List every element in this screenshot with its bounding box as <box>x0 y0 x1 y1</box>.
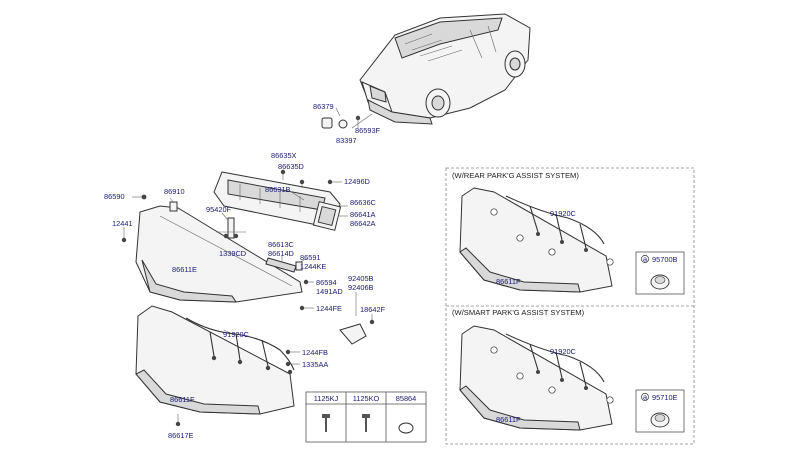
smart-assist-harness: 91920C <box>550 347 577 356</box>
label-92406b: 92406B <box>348 283 374 292</box>
label-1244fe: 1244FE <box>316 304 342 313</box>
label-86635d: 86635D <box>278 162 304 171</box>
fastener-table: 1125KJ 1125KO 85864 <box>305 391 427 443</box>
smart-callout: a <box>643 393 648 402</box>
label-86614d: 86614D <box>268 249 294 258</box>
left-lower-callouts: 91920C 1244FB 1335AA 86611F 86617E <box>168 329 328 440</box>
clip-icon <box>398 422 414 434</box>
smart-assist-section: (W/SMART PARK'G ASSIST SYSTEM) 91920C 86… <box>452 308 685 433</box>
label-1335aa: 1335AA <box>302 360 328 369</box>
middle-brackets: 95420F 1339CD 86613C 86614D 86591 1244KE… <box>206 205 386 345</box>
left-upper-callouts: 86590 86910 12441 86611E <box>104 187 197 274</box>
bolt-icon <box>322 414 330 432</box>
rear-callout: a <box>643 255 648 264</box>
label-1244fb: 1244FB <box>302 348 328 357</box>
rear-assist-bumper: 86611F <box>496 277 521 286</box>
label-86910: 86910 <box>164 187 185 196</box>
bumper-cover-86611e <box>135 205 303 303</box>
label-86611f-main: 86611F <box>170 395 195 404</box>
beam-callouts: 86635X 86635D 86631B 12496D 86636C 86641… <box>265 151 377 228</box>
table-header-2: 1125KO <box>353 394 380 403</box>
label-18642f: 18642F <box>360 305 386 314</box>
smart-assist-title: (W/SMART PARK'G ASSIST SYSTEM) <box>452 308 585 317</box>
label-86594: 86594 <box>316 278 337 287</box>
label-1339cd: 1339CD <box>219 249 246 258</box>
label-91920c-main: 91920C <box>223 330 250 339</box>
rear-assist-section: (W/REAR PARK'G ASSIST SYSTEM) 91920C 866… <box>452 171 685 295</box>
cap-86379 <box>321 117 333 129</box>
label-95420f: 95420F <box>206 205 232 214</box>
smart-assist-bumper: 86611F <box>496 415 521 424</box>
label-86641a: 86641A <box>350 210 376 219</box>
rear-assist-harness: 91920C <box>550 209 577 218</box>
rear-assist-title: (W/REAR PARK'G ASSIST SYSTEM) <box>452 171 579 180</box>
label-86631b: 86631B <box>265 185 291 194</box>
screw-icon <box>362 414 370 432</box>
rear-sensor-part: 95700B <box>652 255 678 264</box>
label-86635x: 86635X <box>271 151 297 160</box>
clip-icon <box>169 201 178 212</box>
parking-sensor-icon <box>650 412 670 428</box>
reflector-lamp <box>339 323 367 345</box>
bumper-cover-86611f <box>135 305 295 415</box>
smart-sensor-part: 95710E <box>652 393 678 402</box>
table-header-1: 1125KJ <box>314 394 339 403</box>
label-86611e: 86611E <box>172 265 197 274</box>
label-1491ad: 1491AD <box>316 287 343 296</box>
label-86593f: 86593F <box>355 126 381 135</box>
label-86590: 86590 <box>104 192 125 201</box>
label-86617e: 86617E <box>168 431 194 440</box>
bumper-beam <box>213 171 342 231</box>
label-86642a: 86642A <box>350 219 376 228</box>
label-86379: 86379 <box>313 102 334 111</box>
label-86636c: 86636C <box>350 198 377 207</box>
label-12441: 12441 <box>112 219 133 228</box>
label-92405b: 92405B <box>348 274 374 283</box>
label-83397: 83397 <box>336 136 357 145</box>
label-1244ke: 1244KE <box>300 262 326 271</box>
top-small-parts: 86379 86593F 83397 <box>313 102 381 145</box>
parking-sensor-icon <box>650 274 670 290</box>
label-86613c: 86613C <box>268 240 295 249</box>
suv-rear-view-icon <box>359 13 531 125</box>
label-86591: 86591 <box>300 253 321 262</box>
label-12496d: 12496D <box>344 177 370 186</box>
table-header-3: 85864 <box>396 394 417 403</box>
